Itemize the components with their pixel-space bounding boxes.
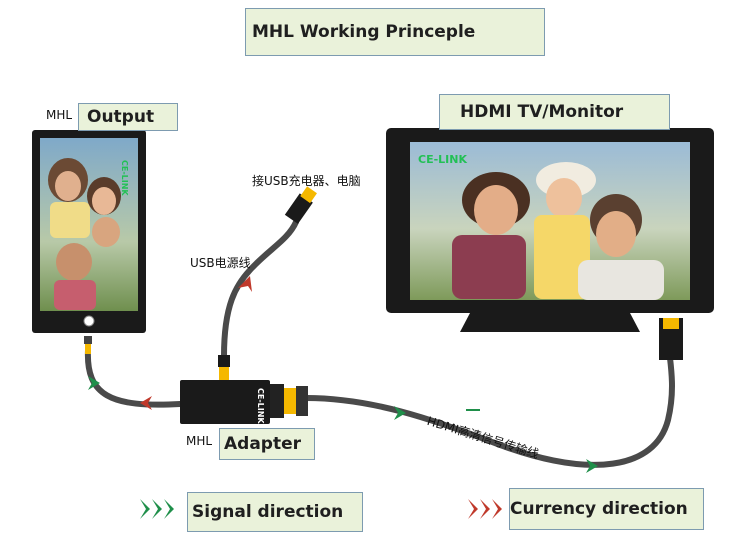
- phone-mhl-label: MHL: [46, 108, 73, 122]
- signal-arrow: [394, 406, 406, 420]
- output-label: Output: [78, 103, 178, 131]
- currency-direction-icon: [468, 499, 502, 519]
- usb-cable-label: USB电源线: [190, 256, 251, 270]
- signal-direction-label: Signal direction: [187, 492, 363, 532]
- hdmi-tv: [386, 128, 714, 360]
- usb-power-note: 接USB充电器、电脑: [252, 174, 361, 188]
- phone-home-button: [83, 315, 95, 327]
- tv-brand-logo: CE-LINK: [418, 153, 467, 166]
- hdmi-plug-tv: [663, 318, 679, 329]
- signal-arrow: [586, 459, 598, 473]
- mhl-phone: [32, 130, 146, 354]
- tv-label: HDMI TV/Monitor: [439, 94, 670, 130]
- hdmi-cable-marker: [466, 409, 480, 411]
- signal-direction-icon: [140, 499, 174, 519]
- adapter-brand-logo: CE-LINK: [256, 388, 265, 424]
- adapter-usb-port: [219, 367, 229, 381]
- micro-usb-plug: [85, 344, 91, 354]
- currency-arrow: [140, 396, 152, 410]
- diagram-title: MHL Working Princeple: [245, 8, 545, 56]
- adapter-label: Adapter: [219, 428, 315, 460]
- signal-arrow: [88, 376, 100, 390]
- hdmi-cable: [303, 355, 675, 468]
- tv-stand: [460, 313, 640, 332]
- currency-direction-label: Currency direction: [509, 488, 704, 530]
- adapter-hdmi-port: [284, 388, 298, 414]
- currency-arrow: [238, 276, 252, 292]
- mhl-cable: [84, 347, 183, 408]
- mhl-adapter: [180, 355, 308, 424]
- phone-brand-logo: CE-LINK: [120, 160, 129, 196]
- usb-plug: [284, 186, 317, 224]
- usb-power-cable: [221, 219, 299, 359]
- adapter-mhl-label: MHL: [186, 434, 213, 448]
